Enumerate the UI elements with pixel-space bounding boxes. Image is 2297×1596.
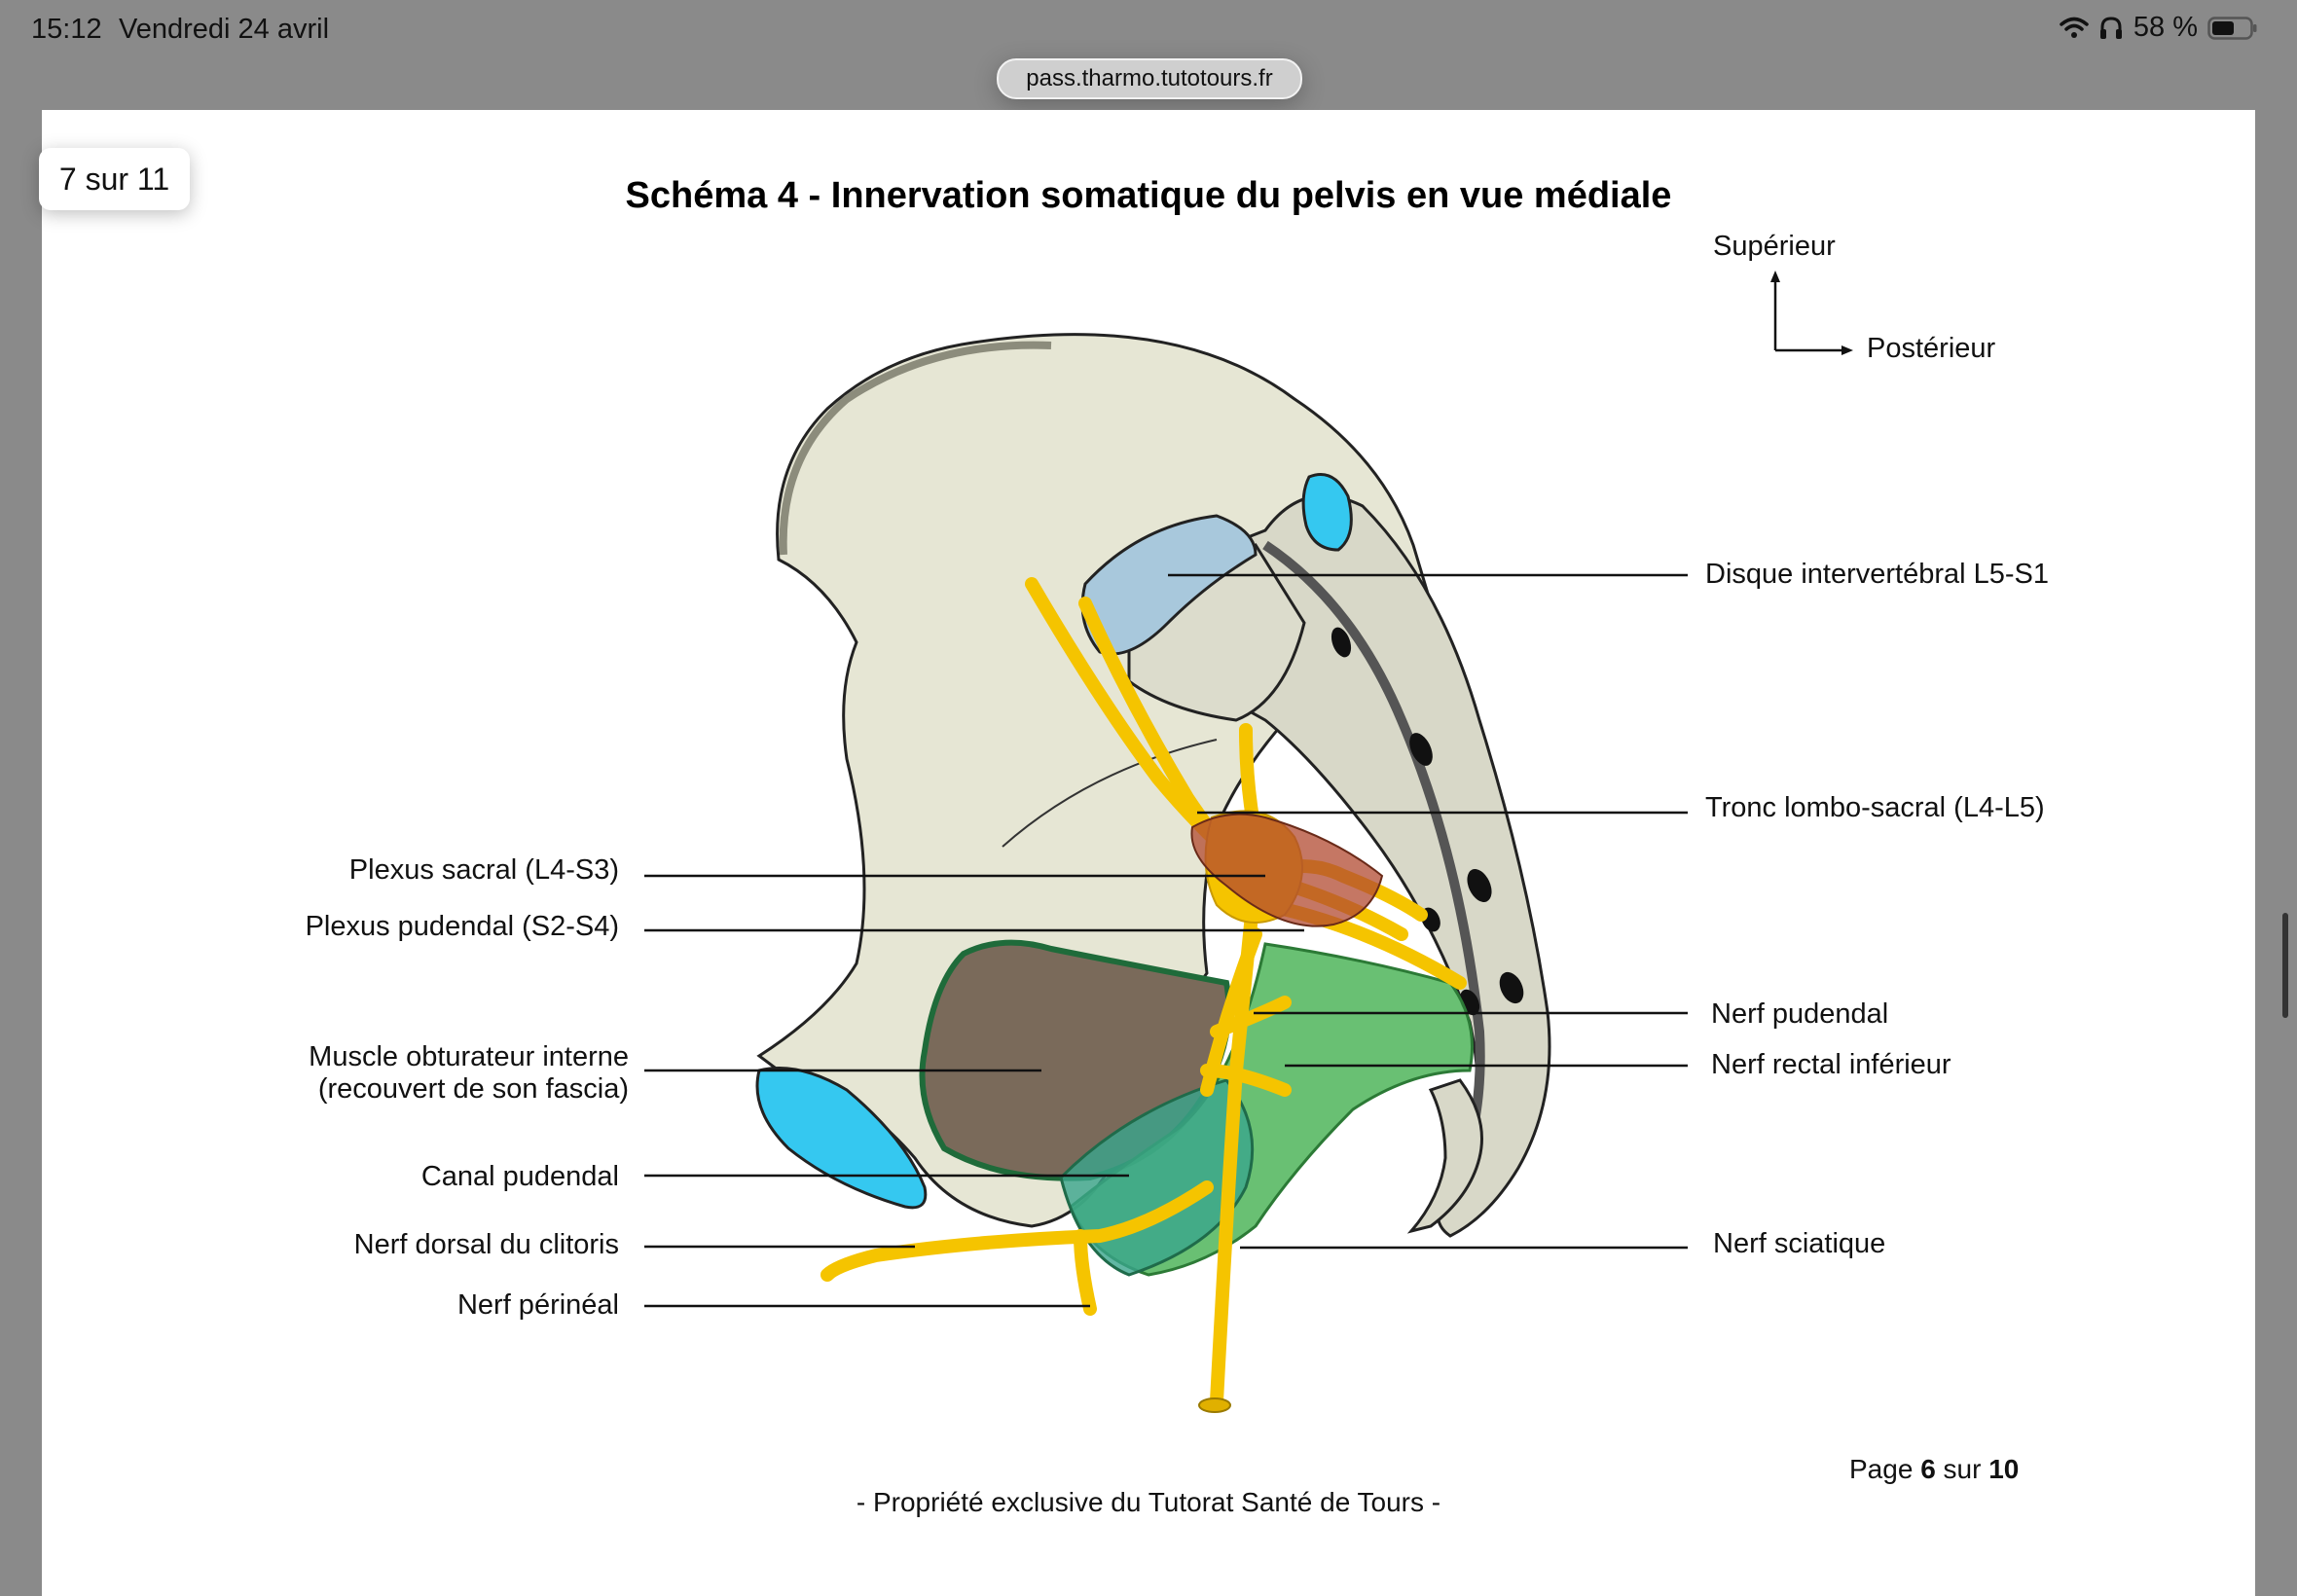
page-number-current: 6 [1920,1454,1936,1484]
status-bar: 15:12 Vendredi 24 avril 58 % [0,0,2297,62]
label-canal-pudendal: Canal pudendal [420,1161,619,1192]
label-plexus-sacral: Plexus sacral (L4-S3) [348,854,619,886]
status-date: Vendredi 24 avril [119,14,330,45]
label-nerf-rectal: Nerf rectal inférieur [1711,1049,1951,1080]
leader-lines [644,573,1688,1308]
label-nerf-pudendal: Nerf pudendal [1711,998,1889,1030]
piriformis-muscle [1190,813,1384,927]
label-obturateur-1: Muscle obturateur interne [309,1041,629,1072]
document-footer: - Propriété exclusive du Tutorat Santé d… [856,1487,1441,1517]
label-tronc: Tronc lombo-sacral (L4-L5) [1705,792,2045,823]
page-number-middle: sur [1943,1454,1982,1484]
battery-percent: 58 % [2133,12,2198,43]
page-number-prefix: Page [1849,1454,1914,1484]
scrollbar-handle[interactable] [2282,913,2288,1018]
sciatic-nerve-end [1198,1397,1231,1413]
label-obturateur-2: (recouvert de son fascia) [317,1073,629,1105]
label-nerf-perineal: Nerf périnéal [456,1289,619,1321]
pudendal-canal [1059,1078,1255,1277]
ischial-cartilage [755,1067,928,1210]
orientation-arrows [1770,271,1853,355]
label-nerf-sciatique: Nerf sciatique [1713,1228,1886,1259]
iliac-crest [779,341,1052,556]
coccyx [1406,1078,1483,1234]
orientation-posterior: Postérieur [1867,333,1996,364]
promontory-cartilage [1301,473,1353,552]
figure-title: Schéma 4 - Innervation somatique du pelv… [625,175,1672,216]
orientation-superior: Supérieur [1713,231,1836,262]
sacrum-inner [1262,540,1485,1189]
page-number-total: 10 [1988,1454,2020,1484]
headphones-icon [2099,16,2122,39]
url-bar[interactable]: pass.tharmo.tutotours.fr [997,58,1302,99]
status-indicators: 58 % [2060,12,2258,44]
label-disque: Disque intervertébral L5-S1 [1705,559,2050,590]
page-counter: 7 sur 11 [39,148,190,210]
page-number: Page 6 sur 10 [1849,1454,2019,1485]
intervertebral-disc [1080,514,1258,656]
wifi-icon [2060,17,2089,38]
arcuate-line [1002,739,1218,848]
status-time: 15:12 [31,14,102,45]
battery-icon [2207,16,2257,40]
label-plexus-pudendal: Plexus pudendal (S2-S4) [305,911,619,942]
label-nerf-dorsal: Nerf dorsal du clitoris [353,1229,619,1260]
